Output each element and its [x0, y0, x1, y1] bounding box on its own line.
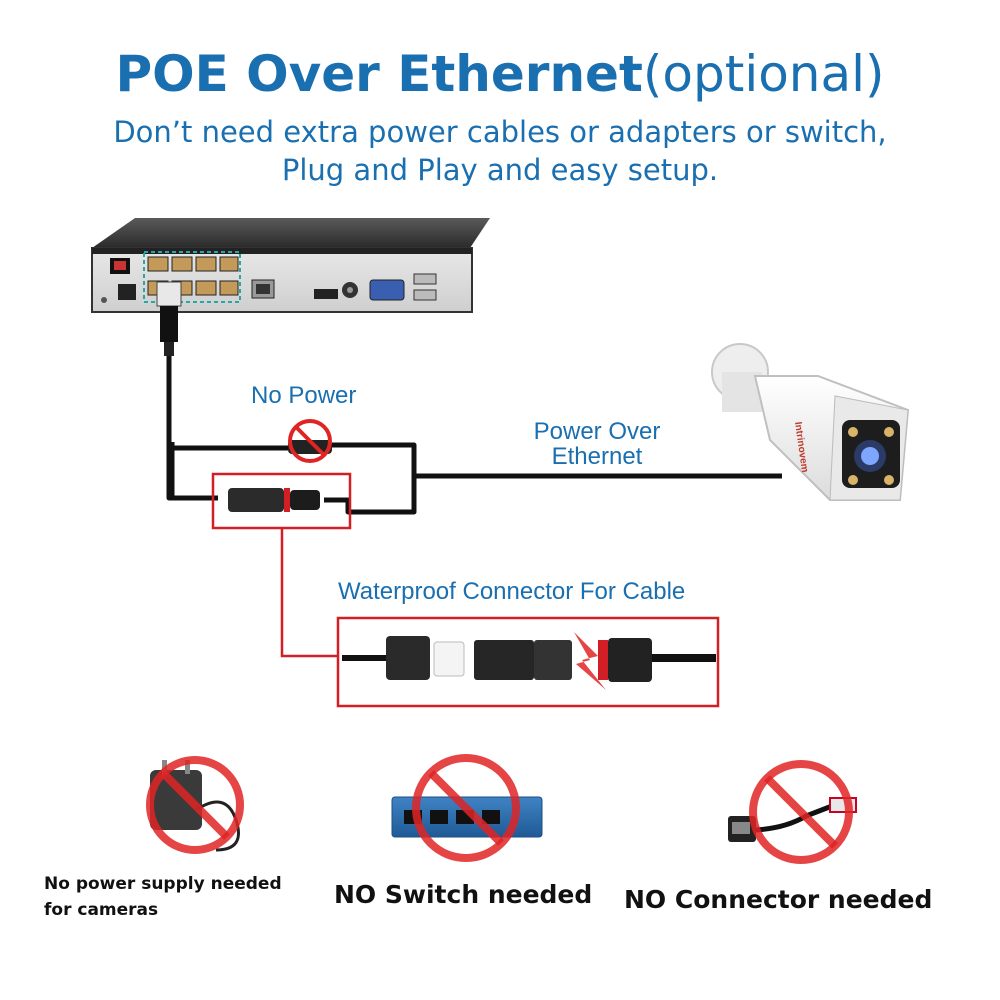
poe-splitter-icon [728, 760, 857, 864]
callout-line [280, 528, 338, 658]
subtitle-line-2: Plug and Play and easy setup. [281, 153, 719, 187]
power-adapter-icon [146, 756, 244, 854]
nvr-recorder [91, 218, 490, 313]
ethernet-cable [166, 356, 782, 515]
rj45-plug [156, 281, 182, 356]
prohibited-icon [146, 756, 244, 854]
caption-power-line-1: No power supply needed [44, 874, 282, 894]
caption-power-line-2: for cameras [44, 900, 159, 920]
subtitle-line-1: Don’t need extra power cables or adapter… [113, 115, 887, 149]
page-title: POE Over Ethernet(optional) [0, 44, 1000, 104]
network-switch-icon [391, 754, 543, 862]
title-light: (optional) [642, 45, 885, 103]
bullet-camera [711, 343, 910, 501]
waterproof-connector-large [336, 616, 720, 708]
caption-switch: NO Switch needed [334, 880, 593, 909]
poe-label-line-2: Ethernet [551, 443, 643, 470]
caption-connector: NO Connector needed [624, 885, 933, 914]
poe-label-line-1: Power Over [533, 418, 661, 445]
title-bold: POE Over Ethernet [115, 45, 643, 103]
prohibited-icon [749, 760, 853, 864]
no-power-label: No Power [251, 382, 357, 409]
waterproof-label: Waterproof Connector For Cable [338, 578, 686, 605]
prohibited-icon [412, 754, 520, 862]
no-power-connector [288, 419, 332, 463]
